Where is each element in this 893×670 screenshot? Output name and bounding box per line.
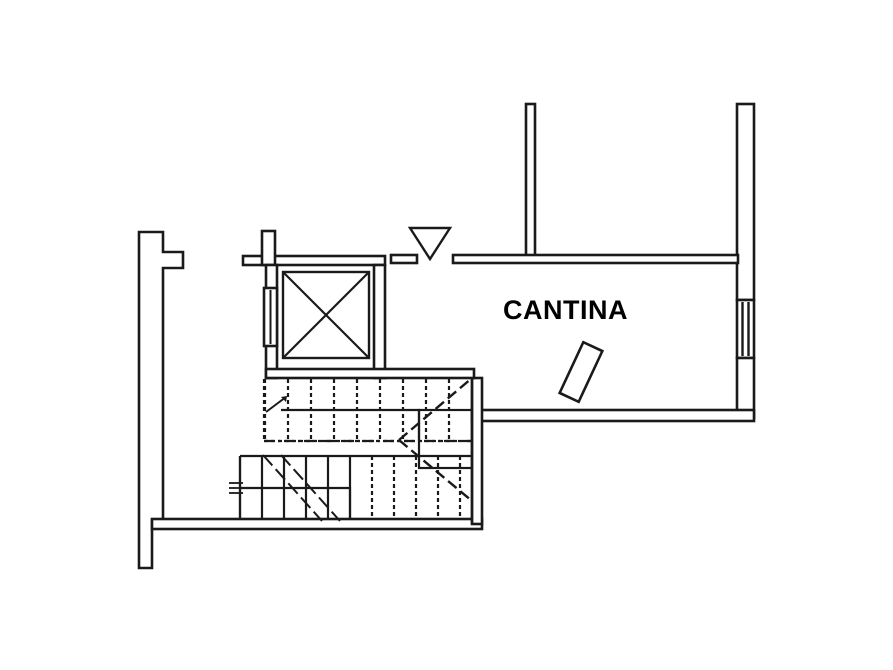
- wall-left-exterior: [137, 230, 185, 570]
- stair-landing-diagonals: [398, 377, 473, 502]
- stair-inner-stringer-upper: [281, 408, 421, 441]
- wall-cantina-bottom: [470, 408, 756, 423]
- wall-cantina-top: [451, 253, 740, 265]
- stair-break-lines: [262, 454, 341, 522]
- wall-stairwell-right: [470, 376, 484, 526]
- stair-handrail-ticks: [229, 482, 243, 494]
- staircase-group: [229, 377, 474, 524]
- elevator-shaft-icon: [281, 270, 371, 360]
- wall-right-exterior: [735, 102, 756, 420]
- stair-lower-treads-dashed: [370, 456, 462, 519]
- wall-stub-left-of-triangle: [389, 253, 419, 265]
- level-marker-triangle-icon: [407, 226, 453, 262]
- wall-stairhall-bottom: [150, 517, 484, 531]
- wall-top-center-vertical: [524, 102, 537, 262]
- wall-elevator-enclosure: [241, 229, 476, 380]
- stair-direction-arrow-upper: [265, 396, 287, 413]
- furniture-tilted-rectangle-icon: [557, 340, 605, 404]
- stair-inner-stringer-lower: [240, 486, 352, 519]
